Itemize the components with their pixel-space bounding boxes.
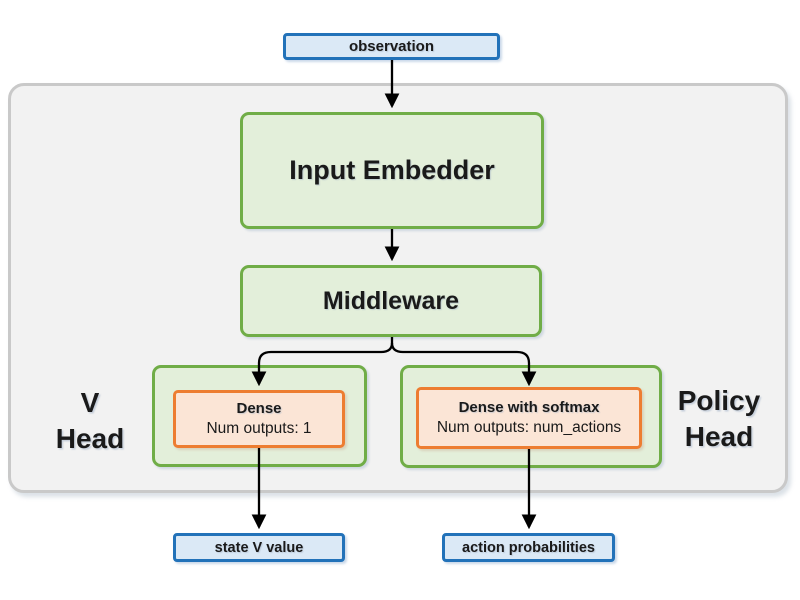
action-probabilities-node: action probabilities xyxy=(442,533,615,562)
state-v-value-node: state V value xyxy=(173,533,345,562)
policy-head-label-line1: Policy xyxy=(677,385,761,416)
middleware-node: Middleware xyxy=(240,265,542,337)
input-embedder-node: Input Embedder xyxy=(240,112,544,229)
policy-head-dense-subtitle: Num outputs: num_actions xyxy=(436,418,622,436)
v-head-label-line2: Head xyxy=(55,423,125,454)
v-head-label: V Head xyxy=(28,385,152,457)
policy-head-label: Policy Head xyxy=(656,383,782,455)
v-head-dense-title: Dense xyxy=(236,400,282,418)
v-head-label-line1: V xyxy=(80,387,100,418)
policy-head-dense-node: Dense with softmax Num outputs: num_acti… xyxy=(416,387,642,449)
policy-head-label-line2: Head xyxy=(684,421,754,452)
observation-node: observation xyxy=(283,33,500,60)
v-head-dense-node: Dense Num outputs: 1 xyxy=(173,390,345,448)
policy-head-dense-title: Dense with softmax xyxy=(458,399,600,417)
v-head-dense-subtitle: Num outputs: 1 xyxy=(206,419,312,437)
